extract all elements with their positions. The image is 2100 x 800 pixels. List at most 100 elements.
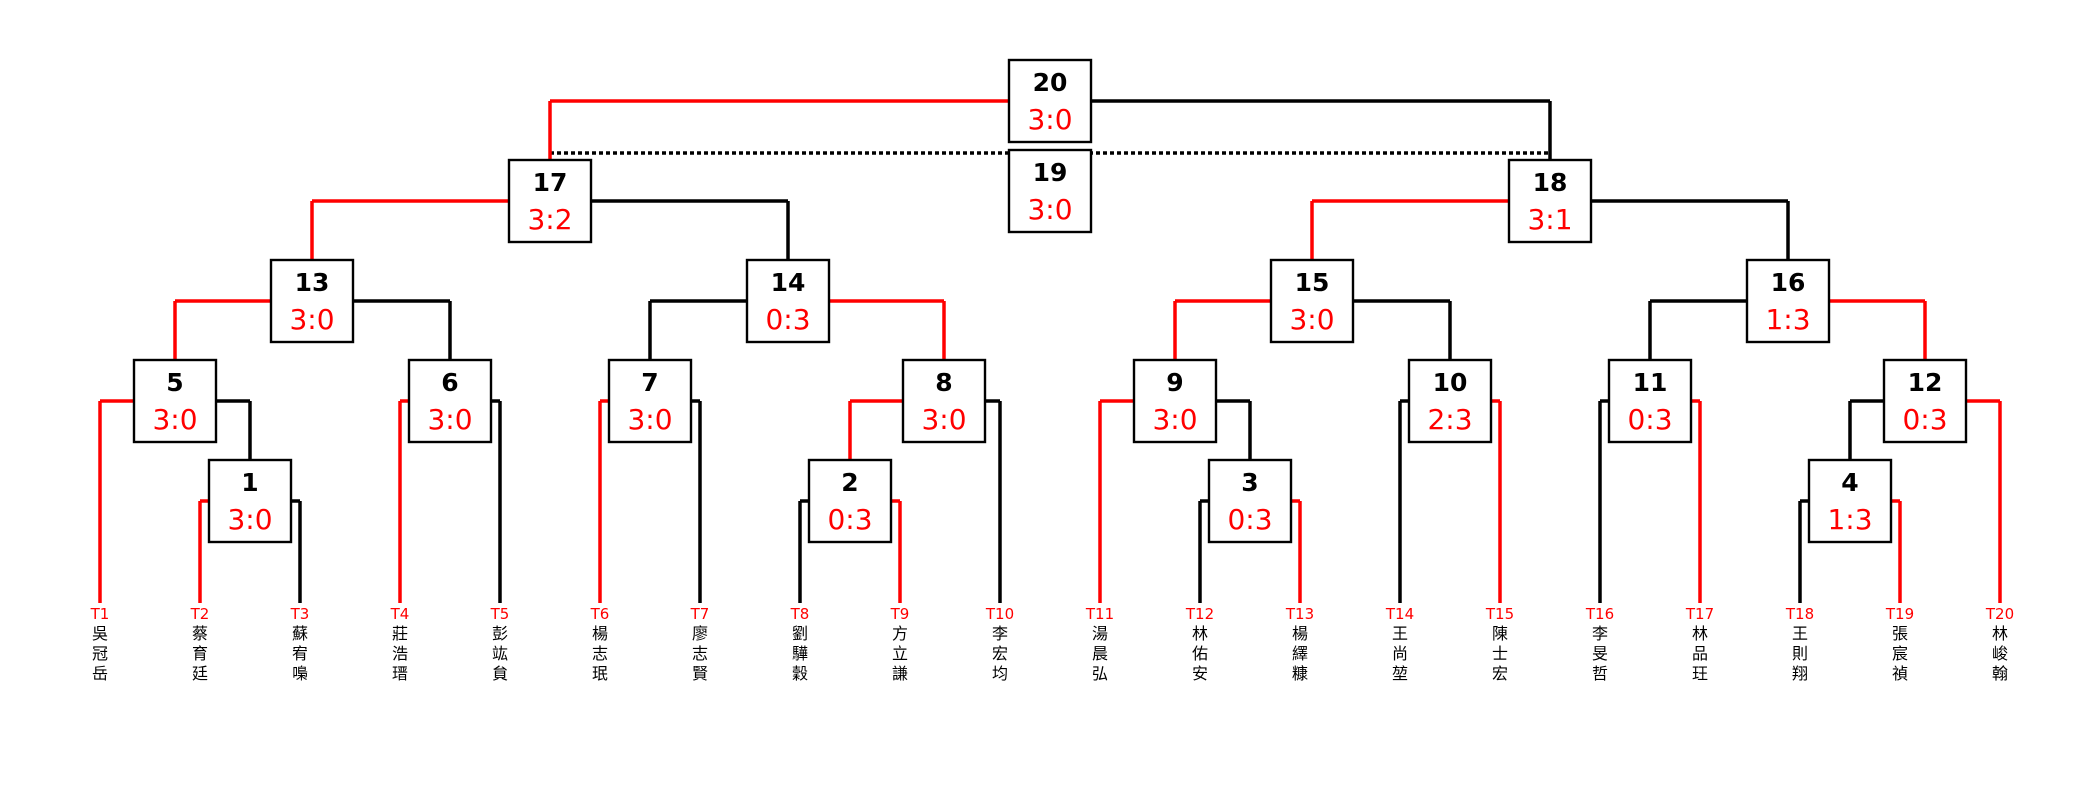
team-code: T6 [590, 605, 610, 623]
match-score: 3:0 [1152, 403, 1197, 436]
team-name: 張宸禎 [1892, 624, 1908, 683]
match-box-frame [807, 458, 893, 544]
match-number: 7 [641, 368, 658, 397]
match-box-frame [1007, 148, 1093, 234]
match-score: 3:0 [1289, 303, 1334, 336]
match-score: 3:0 [227, 503, 272, 536]
match-number: 9 [1166, 368, 1183, 397]
team-code: T12 [1185, 605, 1214, 623]
team-name: 蔡育廷 [192, 624, 208, 683]
match-box-1: 13:0 [207, 458, 293, 544]
match-box-9: 93:0 [1132, 358, 1218, 444]
match-box-16: 161:3 [1745, 258, 1831, 344]
match-number: 17 [533, 168, 568, 197]
team-code: T9 [890, 605, 910, 623]
team-name: 林峻翰 [1992, 624, 2008, 683]
match-box-19: 193:0 [1007, 148, 1093, 234]
team-code: T20 [1985, 605, 2014, 623]
match-number: 6 [441, 368, 458, 397]
match-number: 4 [1841, 468, 1858, 497]
match-box-3: 30:3 [1207, 458, 1293, 544]
match-number: 12 [1908, 368, 1943, 397]
match-box-12: 120:3 [1882, 358, 1968, 444]
match-number: 19 [1033, 158, 1068, 187]
team-name: 李宏均 [992, 624, 1008, 683]
match-box-frame [507, 158, 593, 244]
team-code: T16 [1585, 605, 1614, 623]
match-box-frame [1882, 358, 1968, 444]
match-box-15: 153:0 [1269, 258, 1355, 344]
match-score: 0:3 [765, 303, 810, 336]
team-name: 楊繹糠 [1292, 624, 1308, 683]
team-name: 莊浩瑨 [392, 624, 408, 683]
match-score: 0:3 [827, 503, 872, 536]
match-box-frame [1207, 458, 1293, 544]
match-box-4: 41:3 [1807, 458, 1893, 544]
match-number: 3 [1241, 468, 1258, 497]
match-number: 13 [295, 268, 330, 297]
team-name: 劉驊穀 [792, 624, 808, 683]
match-boxes: 13:020:330:341:353:063:073:083:093:0102:… [132, 58, 1968, 544]
match-number: 18 [1533, 168, 1568, 197]
team-name: 蘇宥嘄 [292, 624, 308, 683]
match-score: 3:0 [627, 403, 672, 436]
team-name: 方立謙 [892, 624, 908, 683]
team-name: 吳冠岳 [92, 624, 108, 683]
match-score: 3:0 [1027, 193, 1072, 226]
match-box-frame [1745, 258, 1831, 344]
team-code: T14 [1385, 605, 1414, 623]
team-code: T7 [690, 605, 710, 623]
match-box-18: 183:1 [1507, 158, 1593, 244]
team-code: T11 [1085, 605, 1114, 623]
team-code: T15 [1485, 605, 1514, 623]
match-score: 3:0 [427, 403, 472, 436]
match-number: 5 [166, 368, 183, 397]
match-score: 3:1 [1527, 203, 1572, 236]
match-number: 10 [1433, 368, 1468, 397]
match-box-frame [1132, 358, 1218, 444]
match-box-2: 20:3 [807, 458, 893, 544]
match-box-frame [1807, 458, 1893, 544]
match-box-frame [745, 258, 831, 344]
match-box-frame [407, 358, 493, 444]
match-number: 14 [771, 268, 806, 297]
match-box-14: 140:3 [745, 258, 831, 344]
team-code: T5 [490, 605, 510, 623]
team-name: 湯晨弘 [1092, 624, 1108, 683]
team-code: T17 [1685, 605, 1714, 623]
team-code: T18 [1785, 605, 1814, 623]
match-score: 0:3 [1227, 503, 1272, 536]
match-score: 3:0 [1027, 103, 1072, 136]
match-box-frame [1007, 58, 1093, 144]
team-code: T3 [290, 605, 310, 623]
team-code: T1 [90, 605, 110, 623]
team-name: 王則翔 [1792, 624, 1808, 683]
match-number: 8 [935, 368, 952, 397]
match-box-7: 73:0 [607, 358, 693, 444]
match-box-frame [1507, 158, 1593, 244]
match-score: 0:3 [1627, 403, 1672, 436]
match-score: 3:0 [921, 403, 966, 436]
team-name: 林品玨 [1692, 624, 1708, 683]
team-name: 廖志賢 [692, 624, 708, 683]
match-number: 20 [1033, 68, 1068, 97]
match-box-frame [132, 358, 218, 444]
team-name: 楊志珉 [592, 624, 608, 683]
team-code: T19 [1885, 605, 1914, 623]
match-box-frame [269, 258, 355, 344]
match-box-6: 63:0 [407, 358, 493, 444]
